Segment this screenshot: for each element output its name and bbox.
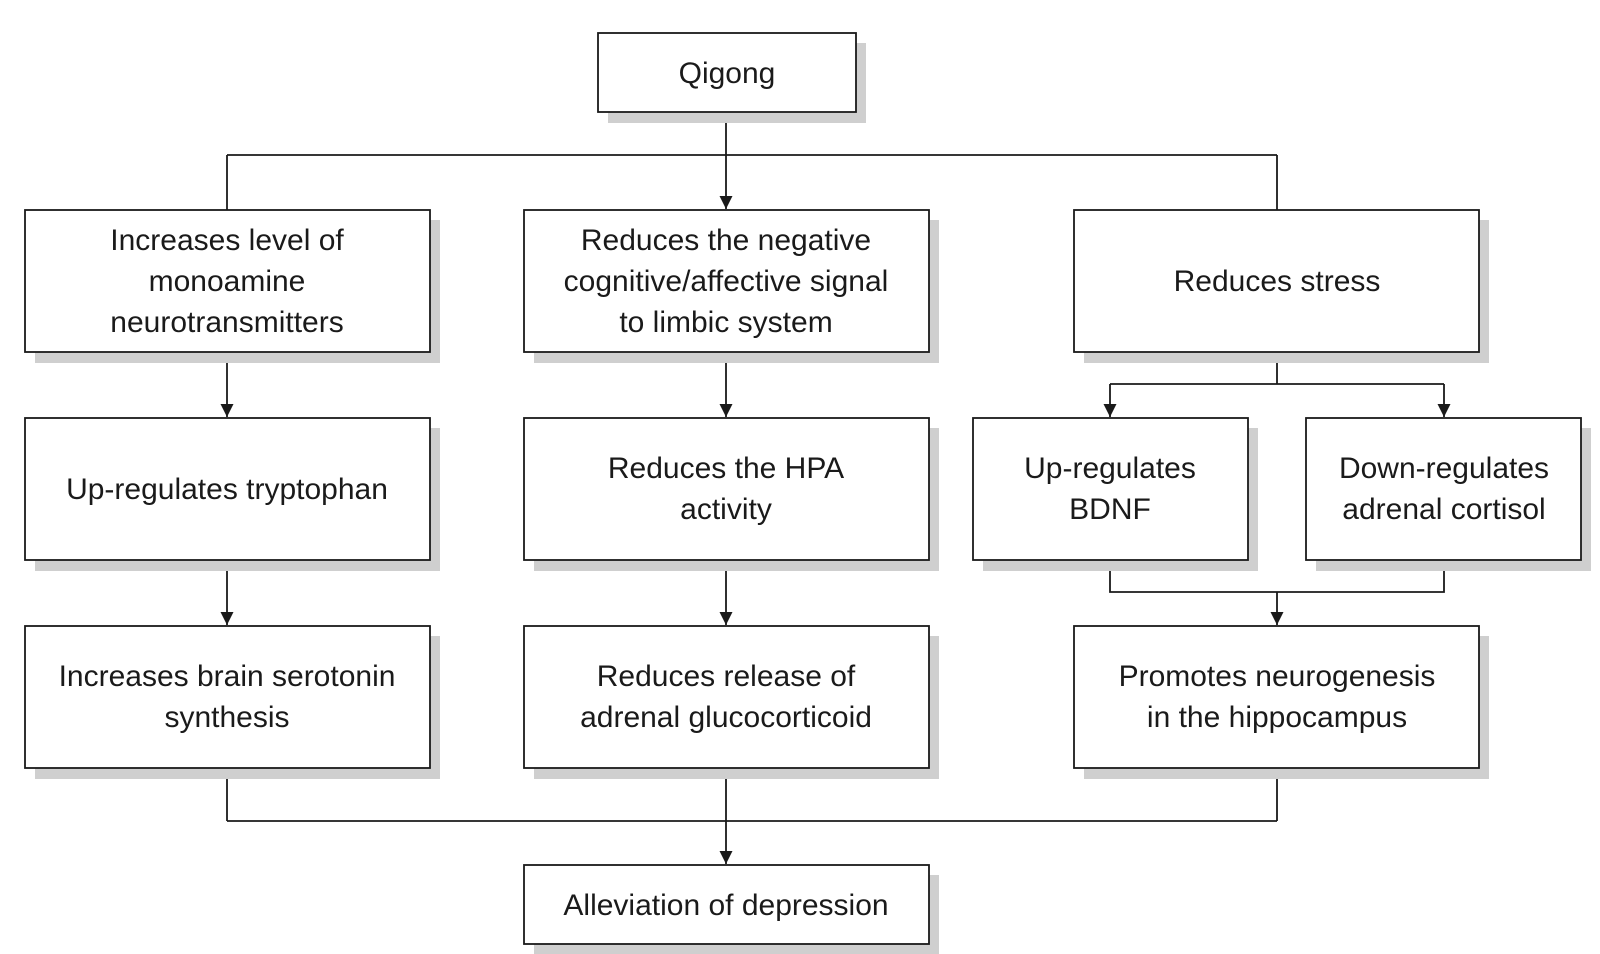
hpa-label-line-1: Reduces the HPA	[608, 452, 844, 485]
box-border	[1305, 417, 1582, 561]
box-border	[523, 417, 930, 561]
cortisol-label-line-2: adrenal cortisol	[1342, 493, 1545, 526]
monoamine-label-line-2: monoamine	[149, 265, 306, 298]
tryptophan-label: Up-regulates tryptophan	[66, 473, 388, 506]
serotonin-label-line-1: Increases brain serotonin	[59, 660, 396, 693]
box-tryptophan: Up-regulates tryptophan	[24, 417, 440, 571]
box-border	[597, 32, 857, 113]
stress-label: Reduces stress	[1174, 265, 1381, 298]
cognitive-label-line-3: to limbic system	[619, 306, 832, 339]
cognitive-label-line-1: Reduces the negative	[581, 224, 871, 257]
box-border	[523, 209, 930, 353]
monoamine-label-line-3: neurotransmitters	[110, 306, 343, 339]
bdnf-label-line-1: Up-regulates	[1024, 452, 1196, 485]
box-border	[24, 625, 431, 769]
box-border	[24, 209, 431, 353]
box-border	[24, 417, 431, 561]
monoamine-label-line-1: Increases level of	[110, 224, 344, 257]
box-border	[1073, 209, 1480, 353]
neurogenesis-label-line-2: in the hippocampus	[1147, 701, 1407, 734]
box-qigong: Qigong	[597, 32, 866, 123]
cortisol-label-line-1: Down-regulates	[1339, 452, 1549, 485]
box-neurogenesis: Promotes neurogenesis in the hippocampus	[1073, 625, 1489, 779]
box-serotonin: Increases brain serotonin synthesis	[24, 625, 440, 779]
hpa-label-line-2: activity	[680, 493, 772, 526]
box-cognitive: Reduces the negative cognitive/affective…	[523, 209, 939, 363]
box-border	[972, 417, 1249, 561]
glucocorticoid-label-line-1: Reduces release of	[597, 660, 856, 693]
bdnf-label-line-2: BDNF	[1069, 493, 1151, 526]
box-hpa: Reduces the HPA activity	[523, 417, 939, 571]
box-depression: Alleviation of depression	[523, 864, 939, 954]
cognitive-label-line-2: cognitive/affective signal	[564, 265, 889, 298]
box-border	[1073, 625, 1480, 769]
neurogenesis-label-line-1: Promotes neurogenesis	[1119, 660, 1436, 693]
box-border	[523, 625, 930, 769]
box-stress: Reduces stress	[1073, 209, 1489, 363]
depression-label: Alleviation of depression	[563, 889, 888, 922]
serotonin-label-line-2: synthesis	[164, 701, 289, 734]
box-glucocorticoid: Reduces release of adrenal glucocorticoi…	[523, 625, 939, 779]
box-border	[523, 864, 930, 945]
box-bdnf: Up-regulates BDNF	[972, 417, 1258, 571]
qigong-label: Qigong	[679, 57, 776, 90]
box-monoamine: Increases level of monoamine neurotransm…	[24, 209, 440, 363]
glucocorticoid-label-line-2: adrenal glucocorticoid	[580, 701, 872, 734]
box-cortisol: Down-regulates adrenal cortisol	[1305, 417, 1591, 571]
